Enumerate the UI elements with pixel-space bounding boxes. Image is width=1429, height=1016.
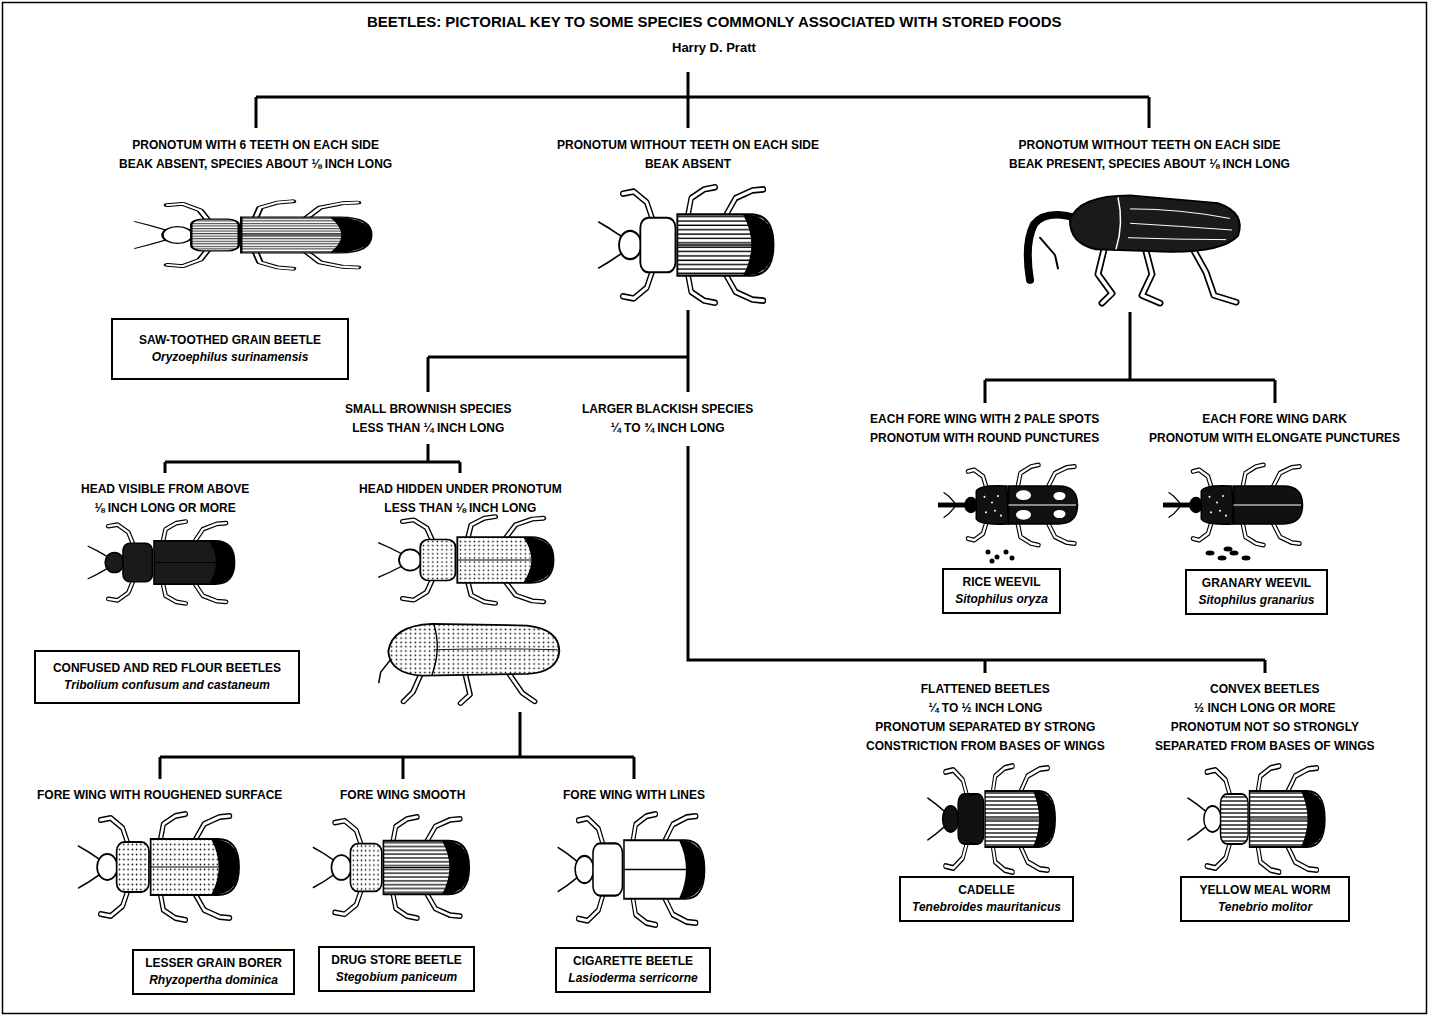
key-couplet: CONVEX BEETLES ½ INCH LONG OR MORE PRONO… (1155, 680, 1375, 756)
weevil-pellets (1206, 547, 1251, 561)
species-box: CONFUSED AND RED FLOUR BEETLESTribolium … (34, 650, 300, 704)
species-box: LESSER GRAIN BORERRhyzopertha dominica (132, 949, 295, 995)
beetle-figure (599, 187, 774, 303)
scientific-name: Oryzoephilus surinamensis (152, 349, 309, 366)
cadelle-figure (928, 766, 1056, 872)
scientific-name: Stegobium paniceum (336, 969, 457, 986)
key-title: BEETLES: PICTORIAL KEY TO SOME SPECIES C… (367, 12, 1062, 31)
weevil-side-figure (1028, 195, 1240, 303)
key-couplet: PRONOTUM WITHOUT TEETH ON EACH SIDE BEAK… (1009, 136, 1290, 174)
author-name: Harry D. Pratt (672, 38, 756, 57)
rice-weevil-figure (938, 465, 1078, 545)
scientific-name: Tenebrio molitor (1218, 899, 1312, 916)
flour-beetle-figure (88, 522, 234, 604)
common-name: GRANARY WEEVIL (1202, 575, 1311, 592)
meal-worm-figure (1188, 766, 1325, 872)
grain-borer-figure (78, 814, 239, 920)
common-name: YELLOW MEAL WORM (1199, 882, 1330, 899)
species-box: YELLOW MEAL WORMTenebrio molitor (1180, 876, 1350, 922)
scientific-name: Rhyzopertha dominica (149, 972, 278, 989)
beetle-top-figure (379, 517, 554, 604)
key-couplet: HEAD VISIBLE FROM ABOVE ⅛ INCH LONG OR M… (81, 480, 249, 518)
key-couplet: EACH FORE WING WITH 2 PALE SPOTS PRONOTU… (870, 410, 1099, 448)
scientific-name: Tribolium confusum and castaneum (64, 677, 270, 694)
weevil-pellets (986, 550, 1015, 564)
drug-store-beetle-figure (313, 817, 469, 918)
scientific-name: Sitophilus oryza (955, 591, 1048, 608)
granary-weevil-figure (1163, 465, 1303, 545)
page-frame (3, 3, 1427, 1014)
common-name: SAW-TOOTHED GRAIN BEETLE (139, 332, 321, 349)
common-name: CONFUSED AND RED FLOUR BEETLES (53, 660, 281, 677)
saw-toothed-beetle-figure (135, 201, 371, 268)
species-box: SAW-TOOTHED GRAIN BEETLEOryzoephilus sur… (111, 318, 349, 380)
species-box: CADELLETenebroides mauritanicus (899, 876, 1074, 922)
key-couplet: FLATTENED BEETLES ¼ TO ½ INCH LONG PRONO… (866, 680, 1105, 756)
scientific-name: Lasioderma serricorne (568, 970, 697, 987)
common-name: DRUG STORE BEETLE (331, 952, 461, 969)
species-box: CIGARETTE BEETLELasioderma serricorne (555, 947, 711, 993)
key-couplet: PRONOTUM WITHOUT TEETH ON EACH SIDE BEAK… (557, 136, 819, 174)
cigarette-beetle-figure (558, 814, 704, 925)
key-couplet: EACH FORE WING DARK PRONOTUM WITH ELONGA… (1149, 410, 1400, 448)
scientific-name: Sitophilus granarius (1198, 592, 1314, 609)
key-couplet: PRONOTUM WITH 6 TEETH ON EACH SIDE BEAK … (119, 136, 392, 174)
species-box: RICE WEEVILSitophilus oryza (942, 568, 1061, 614)
key-couplet: SMALL BROWNISH SPECIES LESS THAN ¼ INCH … (345, 400, 511, 438)
species-box: GRANARY WEEVILSitophilus granarius (1185, 569, 1328, 615)
beetle-side-figure (379, 624, 560, 703)
common-name: CIGARETTE BEETLE (573, 953, 693, 970)
common-name: LESSER GRAIN BORER (145, 955, 282, 972)
key-bracket-lines (160, 72, 1275, 779)
species-box: DRUG STORE BEETLEStegobium paniceum (318, 946, 475, 992)
scientific-name: Tenebroides mauritanicus (912, 899, 1061, 916)
key-couplet: FORE WING WITH ROUGHENED SURFACE (37, 786, 282, 805)
common-name: RICE WEEVIL (962, 574, 1040, 591)
key-couplet: HEAD HIDDEN UNDER PRONOTUM LESS THAN ⅛ I… (359, 480, 562, 518)
key-couplet: FORE WING SMOOTH (340, 786, 465, 805)
key-couplet: FORE WING WITH LINES (563, 786, 705, 805)
key-couplet: LARGER BLACKISH SPECIES ¼ TO ¾ INCH LONG (582, 400, 753, 438)
common-name: CADELLE (958, 882, 1015, 899)
